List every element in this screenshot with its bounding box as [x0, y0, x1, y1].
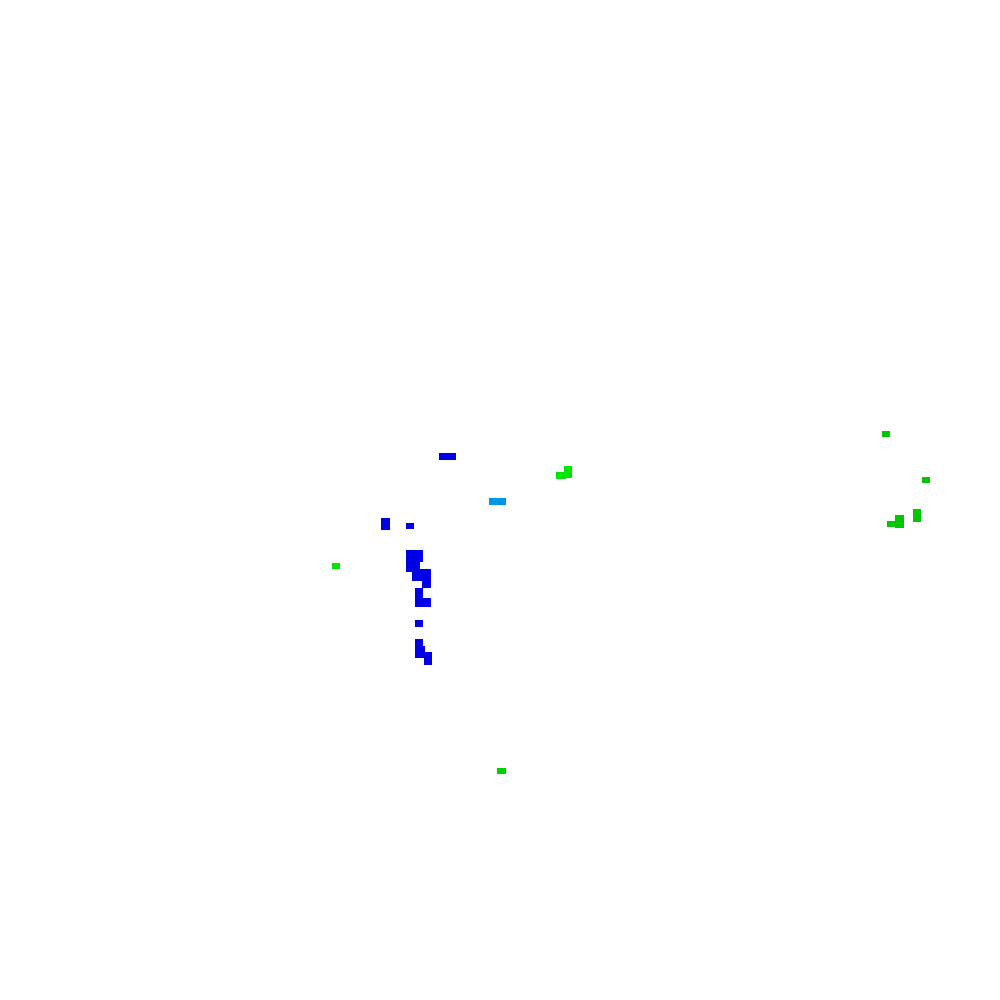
pixel-block [424, 652, 432, 665]
pixel-block [564, 466, 572, 478]
pixel-block [406, 550, 423, 562]
pixel-block [882, 431, 890, 437]
pixel-block [913, 509, 921, 522]
pixel-block [332, 563, 340, 569]
pixel-block [422, 578, 431, 588]
pixel-block [415, 620, 423, 627]
pixel-block [556, 472, 566, 479]
pixel-block [415, 646, 425, 658]
pixel-block [489, 498, 506, 505]
pixel-block [922, 477, 930, 483]
pixel-block [381, 518, 390, 530]
pixel-block [497, 768, 506, 774]
pixel-block [415, 588, 423, 600]
pixel-block [415, 639, 423, 648]
pixel-block [415, 598, 431, 607]
pixel-block [887, 521, 897, 527]
pixel-block [406, 523, 414, 529]
pixel-block [439, 453, 456, 460]
pixel-block [895, 515, 904, 528]
